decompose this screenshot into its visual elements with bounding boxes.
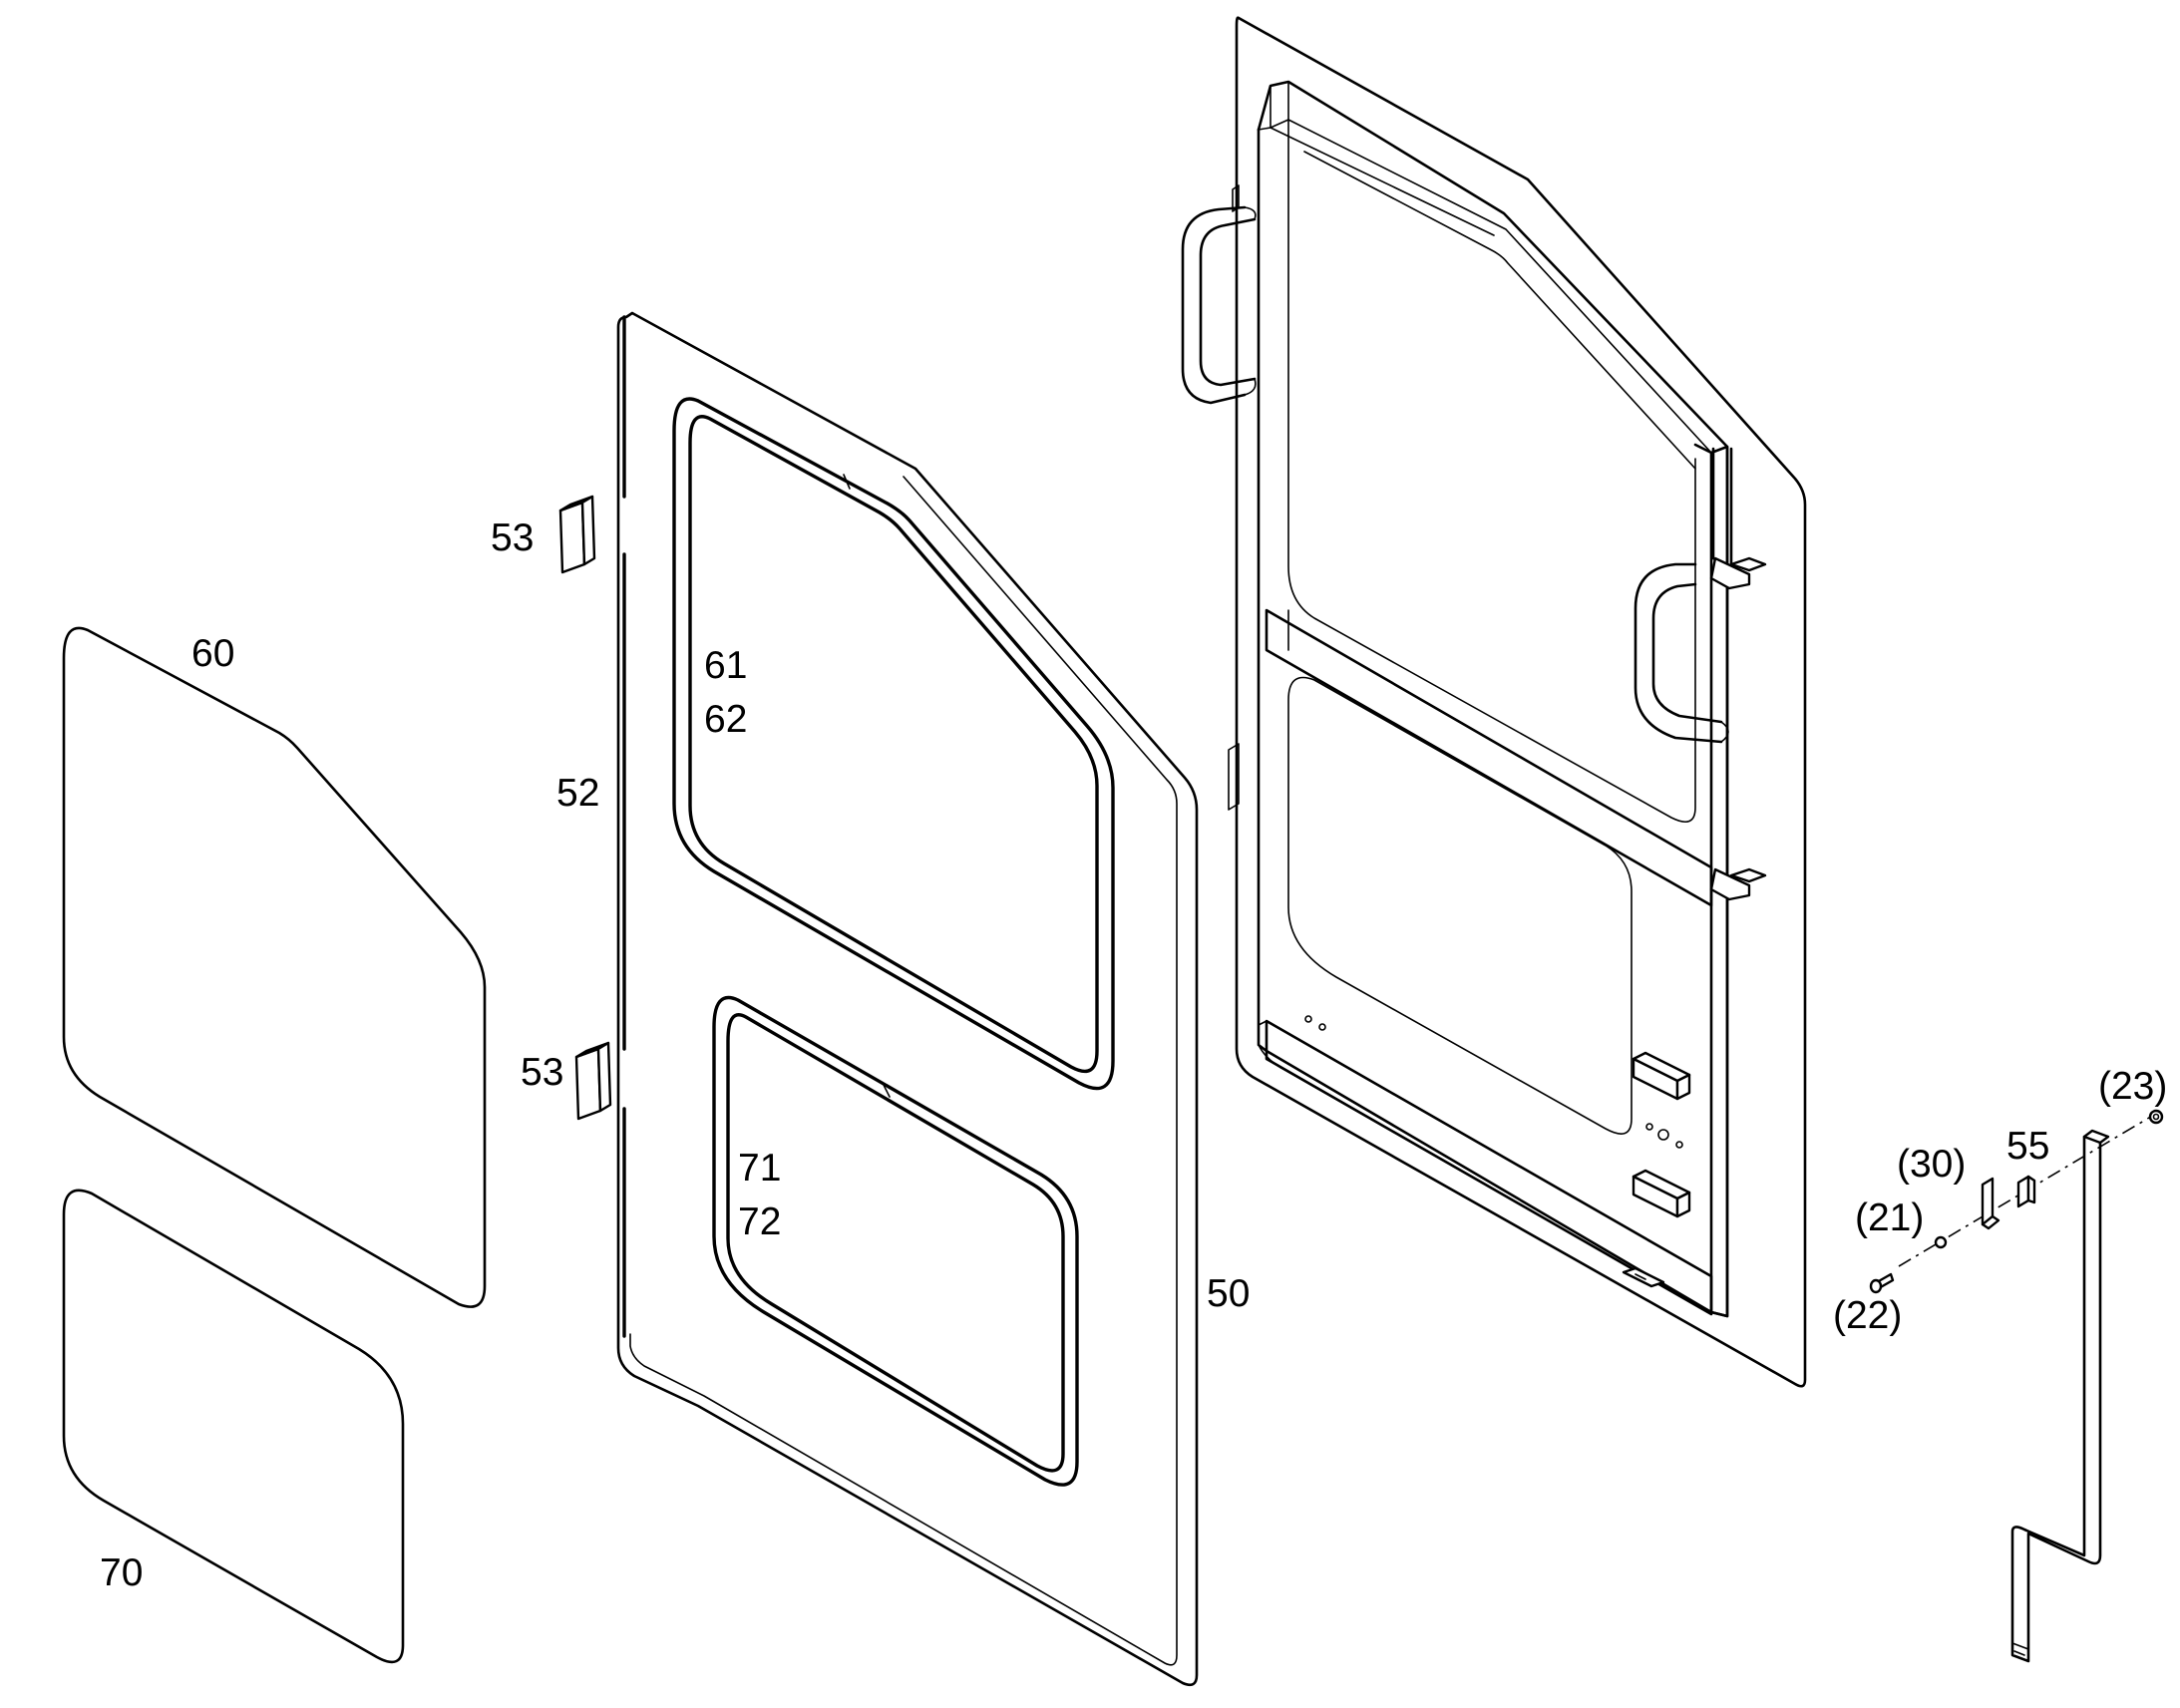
latch-rod: [2010, 1129, 2110, 1663]
label-71: 71: [738, 1147, 781, 1190]
label-70: 70: [100, 1551, 143, 1594]
label-22: (22): [1833, 1294, 1902, 1337]
label-52: 52: [556, 772, 599, 815]
seal-block-53-top: [558, 495, 596, 574]
clip-55: [2016, 1175, 2030, 1208]
seal-block-53-bottom: [574, 1041, 612, 1121]
label-53-bottom: 53: [521, 1051, 563, 1094]
washer-21: [1934, 1235, 1948, 1249]
nut-23: [2148, 1109, 2164, 1125]
label-21: (21): [1855, 1196, 1924, 1239]
label-53-top: 53: [491, 516, 534, 559]
label-30: (30): [1897, 1143, 1966, 1186]
label-62: 62: [704, 698, 747, 741]
label-50: 50: [1207, 1272, 1250, 1315]
door-panel-50: [616, 311, 1199, 1687]
door-frame-assembly: [1181, 16, 1807, 1388]
label-60: 60: [191, 632, 234, 675]
label-55: 55: [2006, 1125, 2049, 1168]
glass-pane-70: [62, 1189, 405, 1664]
part-labels: 60 70 53 52 53 61 62 71 72 50 (23) (30) …: [100, 516, 2167, 1594]
glass-pane-60: [62, 626, 487, 1308]
label-72: 72: [738, 1200, 781, 1243]
label-61: 61: [704, 644, 747, 687]
hardware-line: [1869, 1109, 2164, 1294]
label-23: (23): [2098, 1065, 2167, 1108]
